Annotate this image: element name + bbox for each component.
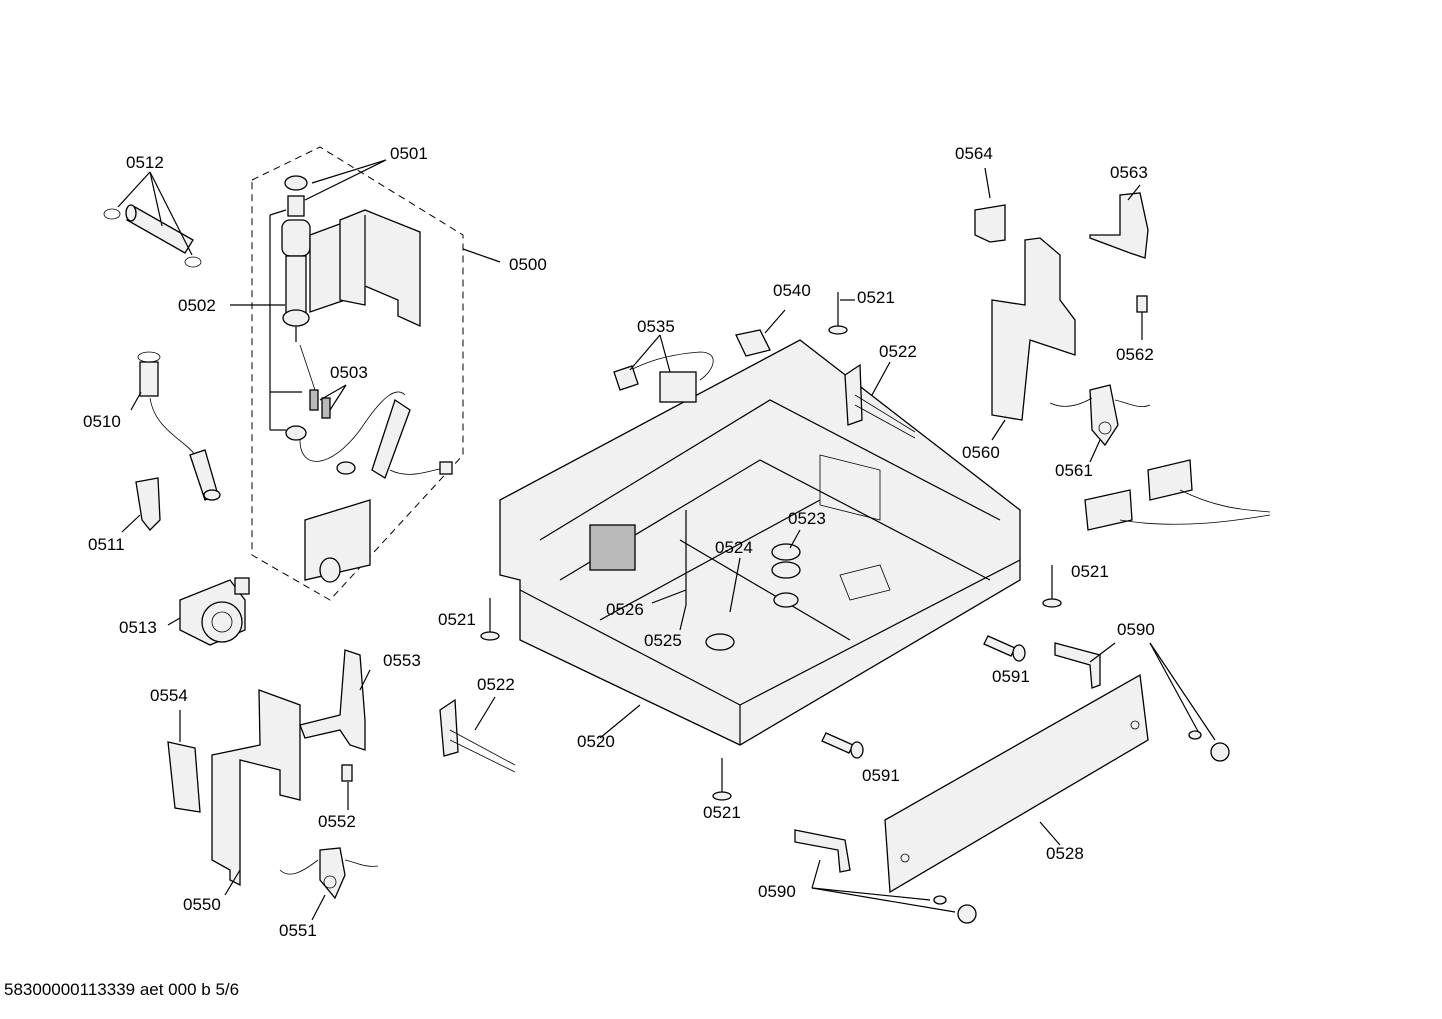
label-0503: 0503 xyxy=(330,363,368,382)
part-0503-connectors xyxy=(285,344,453,583)
part-0511-clip xyxy=(121,477,161,533)
label-0550: 0550 xyxy=(183,895,221,914)
part-0522-spring-bottom xyxy=(439,696,516,773)
part-0502-valve xyxy=(230,159,421,431)
label-0520: 0520 xyxy=(577,732,615,751)
part-0540-connector xyxy=(735,309,786,357)
leaders-center xyxy=(651,529,801,631)
label-0554: 0554 xyxy=(150,686,188,705)
label-0521-bottom: 0521 xyxy=(703,803,741,822)
label-0525: 0525 xyxy=(644,631,682,650)
label-0523: 0523 xyxy=(788,509,826,528)
part-0520-base-tub xyxy=(499,339,1021,746)
label-0502: 0502 xyxy=(178,296,216,315)
part-0560-bracket-group xyxy=(974,167,1271,531)
part-0590-strip-a xyxy=(1054,642,1230,762)
part-0510-hose xyxy=(130,351,221,501)
label-0561: 0561 xyxy=(1055,461,1093,480)
label-0512: 0512 xyxy=(126,153,164,172)
label-0526: 0526 xyxy=(606,600,644,619)
label-0510: 0510 xyxy=(83,412,121,431)
label-0500: 0500 xyxy=(509,255,547,274)
label-0513: 0513 xyxy=(119,618,157,637)
part-0512-hose xyxy=(103,171,202,268)
label-0528: 0528 xyxy=(1046,844,1084,863)
label-0591-a: 0591 xyxy=(992,667,1030,686)
label-0535: 0535 xyxy=(637,317,675,336)
label-0562: 0562 xyxy=(1116,345,1154,364)
label-0590-b: 0590 xyxy=(758,882,796,901)
label-0522-bottom: 0522 xyxy=(477,675,515,694)
label-0522-top: 0522 xyxy=(879,342,917,361)
part-0550-bracket-group xyxy=(167,649,379,921)
part-0590-strip-b xyxy=(794,829,977,924)
part-0521-screw-right xyxy=(1042,565,1062,608)
label-0521-left: 0521 xyxy=(438,610,476,629)
label-0511: 0511 xyxy=(88,535,125,554)
part-0521-screw-top xyxy=(828,292,855,335)
label-0524: 0524 xyxy=(715,538,753,557)
part-0591-screw-b xyxy=(821,732,864,759)
label-0590-a: 0590 xyxy=(1117,620,1155,639)
label-0521-top: 0521 xyxy=(857,288,895,307)
label-0564: 0564 xyxy=(955,144,993,163)
document-id-footer: 58300000113339 aet 000 b 5/6 xyxy=(4,980,240,999)
label-0560: 0560 xyxy=(962,443,1000,462)
part-0535-cable xyxy=(613,334,714,403)
label-0501: 0501 xyxy=(390,144,428,163)
label-0551: 0551 xyxy=(279,921,317,940)
label-0591-b: 0591 xyxy=(862,766,900,785)
part-0528-front-panel xyxy=(884,673,1149,894)
part-0591-screw-a xyxy=(983,635,1026,662)
part-0522-spring-top xyxy=(844,361,916,439)
part-0521-screw-bottom xyxy=(712,758,732,801)
assembly-0500-outline xyxy=(251,146,501,601)
label-0540: 0540 xyxy=(773,281,811,300)
label-0553: 0553 xyxy=(383,651,421,670)
part-0513-pump xyxy=(167,577,250,646)
label-0563: 0563 xyxy=(1110,163,1148,182)
label-0521-right: 0521 xyxy=(1071,562,1109,581)
label-0552: 0552 xyxy=(318,812,356,831)
part-0521-screw-left xyxy=(480,598,500,641)
